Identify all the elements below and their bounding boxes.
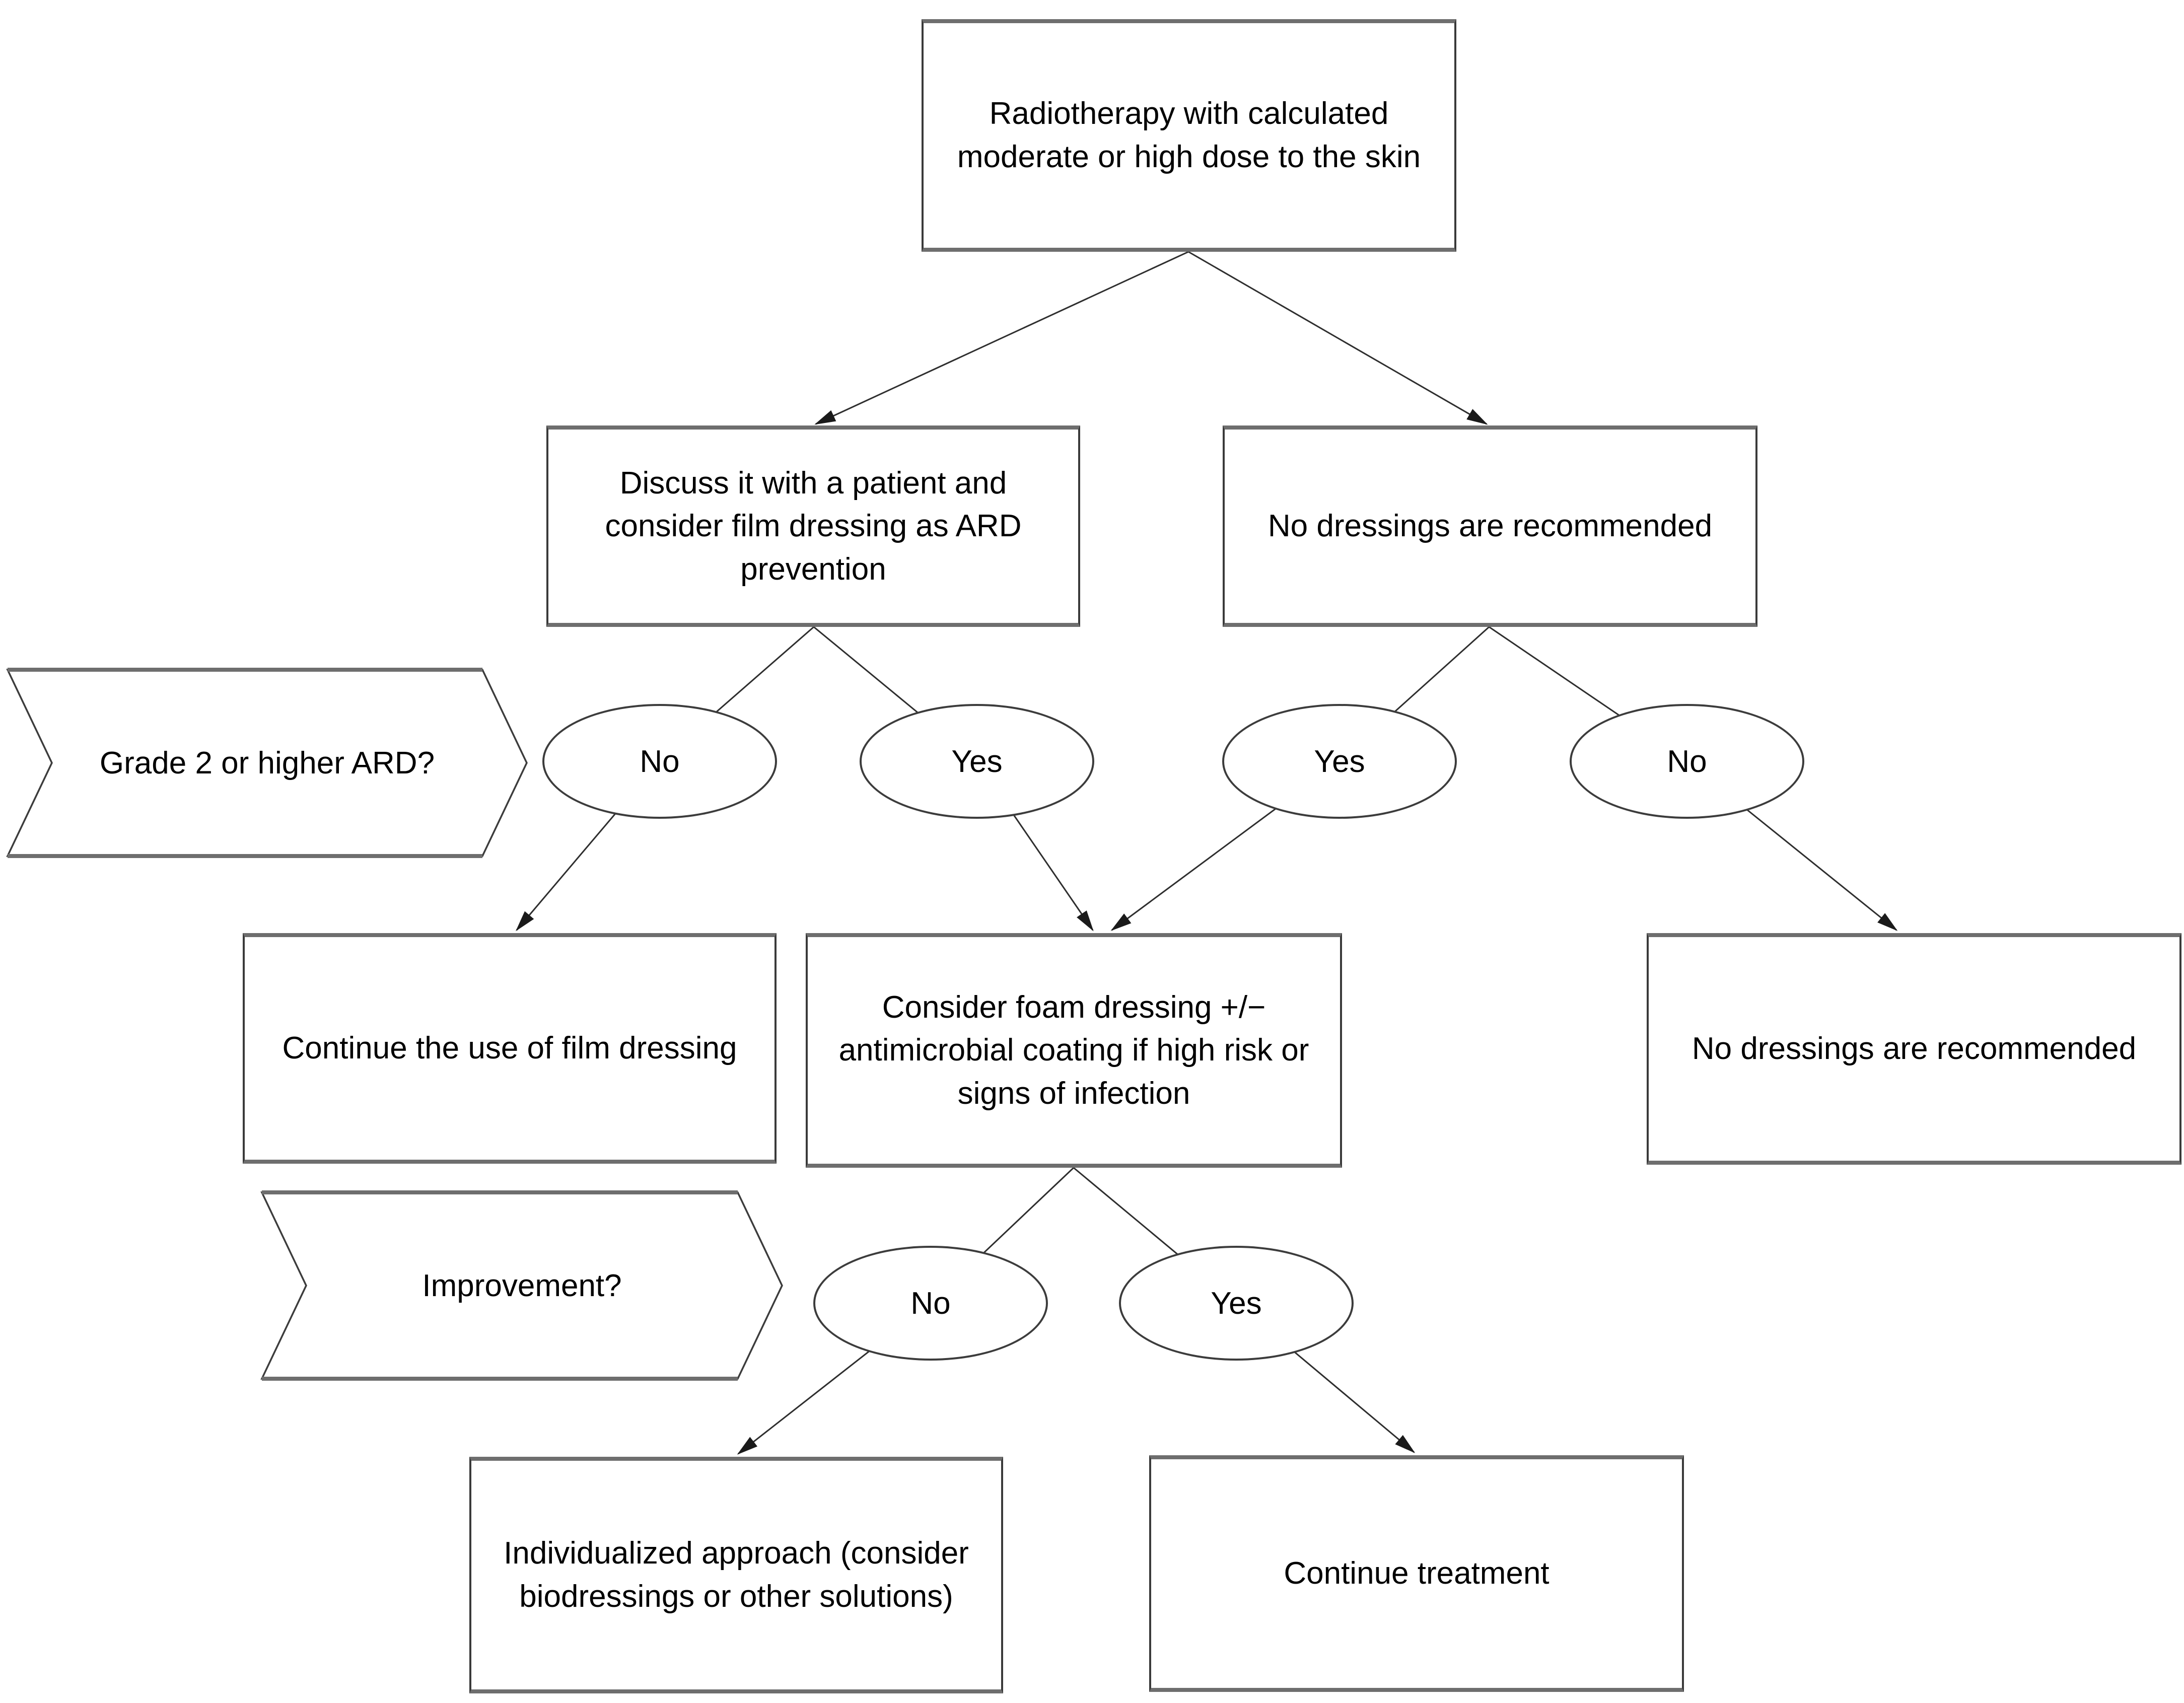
node-individualized-approach: Individualized approach (consider biodre… [469,1457,1003,1693]
oval-improvement-yes: Yes [1119,1246,1354,1361]
node-discuss-film-dressing-label: Discuss it with a patient and consider f… [605,465,1022,587]
node-radiotherapy: Radiotherapy with calculated moderate or… [922,19,1456,252]
node-continue-film-dressing: Continue the use of film dressing [243,933,777,1164]
oval-grade-yes-left: Yes [860,704,1094,819]
connector-root-to-discuss [814,251,1189,425]
oval-grade-no-left: No [542,704,777,819]
oval-improvement-yes-label: Yes [1211,1286,1262,1321]
node-continue-treatment-label: Continue treatment [1284,1556,1549,1591]
oval-improvement-no-label: No [910,1286,951,1321]
node-no-dressings-right-label: No dressings are recommended [1692,1031,2137,1067]
banner-grade-label: Grade 2 or higher ARD? [99,745,435,780]
node-no-dressings-right: No dressings are recommended [1647,933,2181,1165]
node-no-dressings-top: No dressings are recommended [1223,425,1757,627]
node-continue-treatment: Continue treatment [1149,1455,1684,1692]
oval-grade-no-left-label: No [640,744,680,779]
oval-grade-yes-right: Yes [1222,704,1457,819]
oval-grade-yes-left-label: Yes [951,744,1003,779]
banner-improvement-label: Improvement? [422,1268,622,1303]
node-radiotherapy-label: Radiotherapy with calculated moderate or… [957,96,1421,174]
node-discuss-film-dressing: Discuss it with a patient and consider f… [546,425,1080,627]
node-foam-dressing-label: Consider foam dressing +/− antimicrobial… [838,989,1309,1111]
node-foam-dressing: Consider foam dressing +/− antimicrobial… [806,933,1342,1168]
oval-improvement-no: No [813,1246,1048,1361]
oval-grade-yes-right-label: Yes [1314,744,1365,779]
node-individualized-approach-label: Individualized approach (consider biodre… [504,1536,969,1614]
oval-grade-no-right: No [1570,704,1804,819]
connector-root-to-no-dressings [1188,251,1488,425]
oval-grade-no-right-label: No [1667,744,1707,779]
node-continue-film-dressing-label: Continue the use of film dressing [282,1031,737,1066]
node-no-dressings-top-label: No dressings are recommended [1267,509,1713,544]
